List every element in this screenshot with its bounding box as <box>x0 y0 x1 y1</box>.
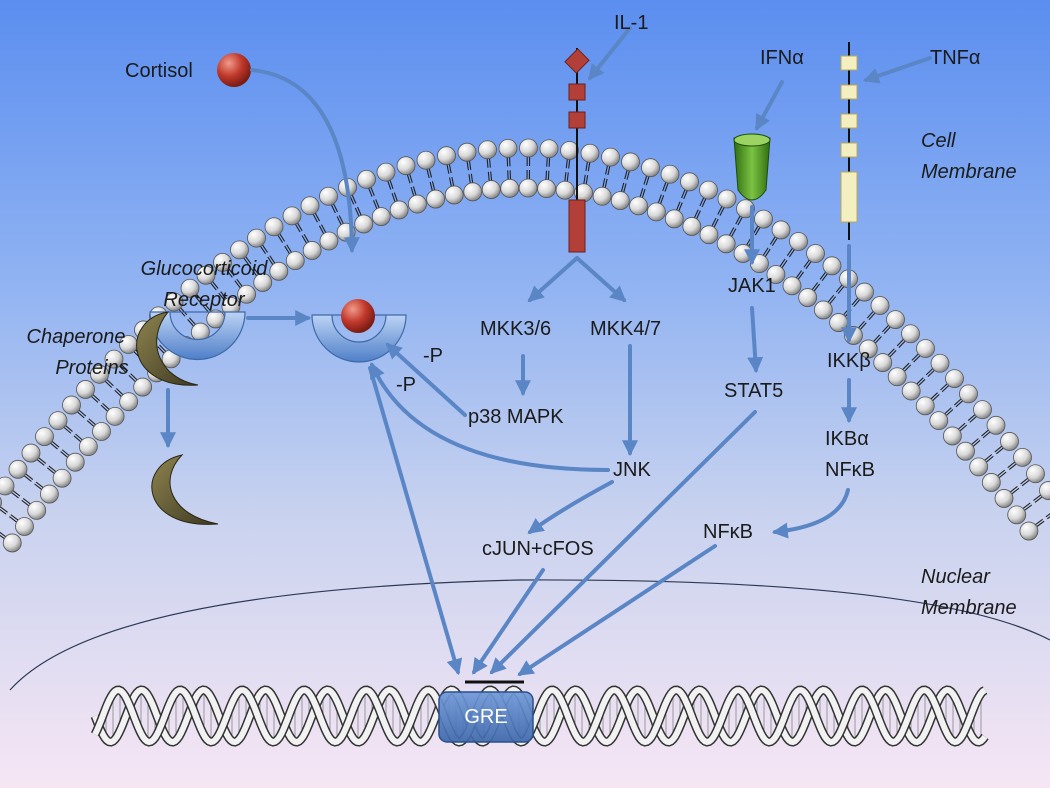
label-ikba: IKBα <box>825 428 869 450</box>
label-jak1: JAK1 <box>728 275 776 297</box>
label-gre: GRE <box>464 706 508 728</box>
label-nfkb: NFκB <box>703 521 753 543</box>
arrow-jnk-phosphorylation <box>370 362 610 472</box>
arrow-il1-to-receptor <box>588 26 632 81</box>
arrow-ifn-to-receptor <box>755 80 784 131</box>
arrow-stat5-to-gre <box>489 410 757 675</box>
label-gc-receptor-line2: Receptor <box>163 289 245 311</box>
arrow-nfkb-to-gre <box>517 544 717 676</box>
il1-receptor <box>564 48 590 253</box>
label-cell-membrane-line2: Membrane <box>921 161 1017 183</box>
label-nuclear-membrane-line1: Nuclear <box>921 566 990 588</box>
arrow-jak1-to-stat5 <box>747 306 764 374</box>
label-mkk47: MKK4/7 <box>590 318 662 340</box>
label-mkk36: MKK3/6 <box>480 318 552 340</box>
nuclear-membrane <box>9 579 1050 691</box>
label-ikkb: IKKβ <box>827 350 871 372</box>
label-nuclear-membrane-line2: Membrane <box>921 597 1017 619</box>
label-cell-membrane-line1: Cell <box>921 130 956 152</box>
label-il1: IL-1 <box>614 12 649 34</box>
label-stat5: STAT5 <box>724 380 784 402</box>
chaperone-protein-bound <box>136 311 199 386</box>
bound-cortisol-molecule <box>341 299 375 333</box>
arrow-cjun-to-gre <box>472 568 545 675</box>
label-ifna: IFNα <box>760 47 804 69</box>
label-cjun-cfos: cJUN+cFOS <box>482 538 594 560</box>
arrow-nfkb-complex-to-nfkb <box>771 488 850 539</box>
dna-helix <box>90 685 989 747</box>
chaperone-protein-released <box>151 454 219 525</box>
arrow-p38-phosphorylation <box>385 342 467 417</box>
cortisol-molecule <box>217 53 251 87</box>
arrow-receptor-to-gre <box>368 366 463 676</box>
ifn-receptor <box>733 133 771 201</box>
label-phospho-jnk: -P <box>396 374 416 396</box>
label-chaperone-line2: Proteins <box>55 357 129 379</box>
arrow-cortisol-to-receptor <box>250 68 360 254</box>
label-gc-receptor-line1: Glucocorticoid <box>140 258 268 280</box>
label-p38-mapk: p38 MAPK <box>468 406 564 428</box>
label-chaperone-line1: Chaperone <box>26 326 126 348</box>
label-jnk: JNK <box>613 459 651 481</box>
glucocorticoid-receptor-bound <box>311 314 407 363</box>
arrow-tnf-to-receptor <box>862 56 932 84</box>
label-phospho-p38: -P <box>423 345 443 367</box>
tnf-receptor <box>840 42 858 240</box>
label-nfkb-complex: NFκB <box>825 459 875 481</box>
gre-box <box>438 680 534 743</box>
arrow-receptor-to-mkk36 <box>527 256 579 303</box>
label-cortisol: Cortisol <box>125 60 193 82</box>
label-tnfa: TNFα <box>930 47 981 69</box>
arrow-jnk-to-cjun <box>527 480 614 534</box>
pathway-arrows <box>160 26 932 676</box>
arrow-receptor-to-mkk47 <box>575 256 627 303</box>
